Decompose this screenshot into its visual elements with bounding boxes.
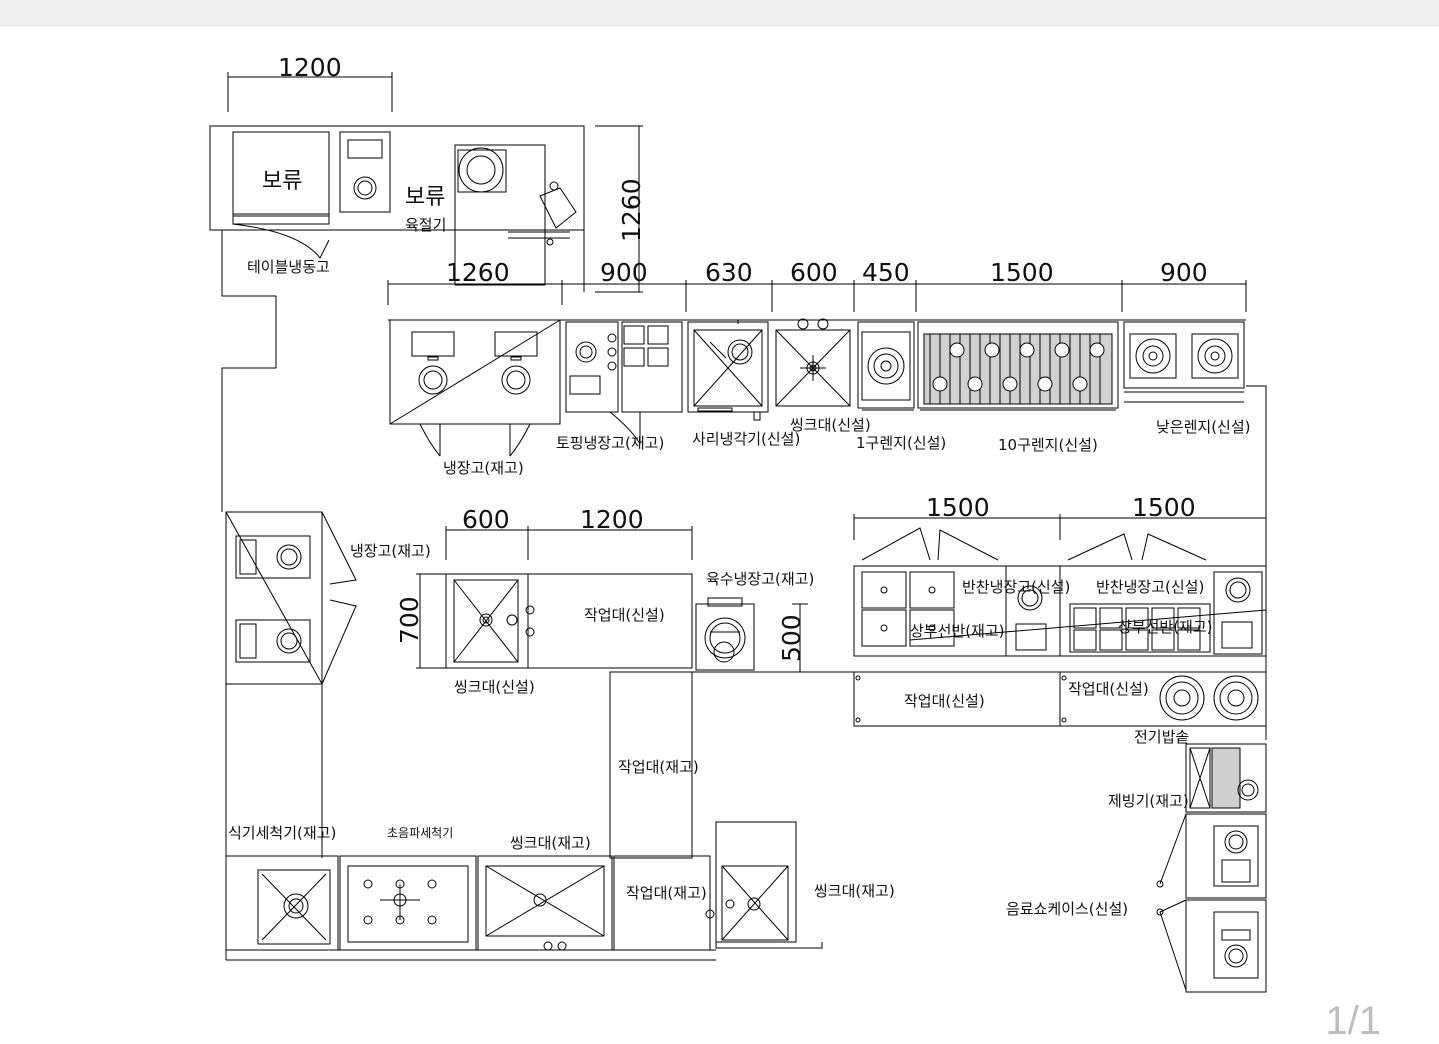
label-low-range: 낮은렌지(신설) xyxy=(1156,418,1251,436)
left-wall xyxy=(209,126,585,512)
dim-mid-600: 600 xyxy=(462,505,510,534)
ice-maker xyxy=(1185,743,1267,813)
dim-right-1500b: 1500 xyxy=(1132,493,1196,522)
label-worktable-r2: 작업대(신설) xyxy=(1068,680,1149,698)
bottom-area xyxy=(225,671,823,961)
top-row-equipment xyxy=(388,318,1246,457)
label-worktable-bottom: 작업대(재고) xyxy=(626,884,707,902)
dim-row-1260: 1260 xyxy=(446,258,510,287)
label-worktable-vertical: 작업대(재고) xyxy=(618,758,699,776)
label-sink-bottom-right: 씽크대(재고) xyxy=(814,882,895,900)
label-worktable-r1: 작업대(신설) xyxy=(904,692,985,710)
label-shelf-2: 상부선반(재고) xyxy=(1118,618,1213,636)
label-fridge-left: 냉장고(재고) xyxy=(350,542,431,560)
side-fridges xyxy=(853,527,1267,657)
label-burner-10: 10구렌지(신설) xyxy=(998,436,1098,454)
dim-row-900b: 900 xyxy=(1160,258,1208,287)
dim-mid-700: 700 xyxy=(395,596,424,644)
label-broth-fridge: 육수냉장고(재고) xyxy=(706,570,814,588)
dim-top-1200: 1200 xyxy=(278,53,342,82)
page-number: 1/1 xyxy=(1325,999,1381,1043)
label-sink-bottom: 씽크대(재고) xyxy=(510,834,591,852)
viewer-toolbar xyxy=(0,0,1439,27)
label-table-freezer: 테이블냉동고 xyxy=(247,258,330,276)
label-ultrasonic: 초음파세척기 xyxy=(387,826,453,840)
right-worktables xyxy=(853,671,1267,727)
label-hold-slicer: 보류 xyxy=(405,185,445,210)
label-sari-cooler: 사리냉각기(신설) xyxy=(692,430,800,448)
label-drink-showcase: 음료쇼케이스(신설) xyxy=(1006,900,1128,918)
label-fridge-top: 냉장고(재고) xyxy=(443,459,524,477)
label-side-fridge-1: 반찬냉장고(신설) xyxy=(962,578,1070,596)
right-wall xyxy=(1246,385,1267,740)
dim-row-630: 630 xyxy=(705,258,753,287)
label-meat-slicer: 육절기 xyxy=(405,216,446,234)
dim-row-450: 450 xyxy=(862,258,910,287)
label-dishwasher: 식기세척기(재고) xyxy=(228,824,336,842)
label-sink-top: 씽크대(신설) xyxy=(790,416,871,434)
label-worktable-mid: 작업대(신설) xyxy=(584,606,665,624)
dim-row-1500: 1500 xyxy=(990,258,1054,287)
label-shelf-1: 상부선반(재고) xyxy=(910,622,1005,640)
dim-mid-500: 500 xyxy=(777,614,806,662)
label-hold-freezer: 보류 xyxy=(262,169,302,194)
left-fridge xyxy=(225,511,357,685)
dim-row-600: 600 xyxy=(790,258,838,287)
label-ice-maker: 제빙기(재고) xyxy=(1108,792,1189,810)
dim-row-900a: 900 xyxy=(600,258,648,287)
label-burner-1: 1구렌지(신설) xyxy=(856,434,946,452)
dimension-lines xyxy=(227,72,1267,673)
label-side-fridge-2: 반찬냉장고(신설) xyxy=(1096,578,1204,596)
label-rice-cooker: 전기밥솥 xyxy=(1134,728,1189,746)
dim-side-1260: 1260 xyxy=(617,178,646,242)
dim-right-1500a: 1500 xyxy=(926,493,990,522)
label-topping-fridge: 토핑냉장고(재고) xyxy=(556,434,664,452)
label-sink-mid: 씽크대(신설) xyxy=(454,678,535,696)
drink-showcase xyxy=(1156,813,1267,993)
dim-mid-1200: 1200 xyxy=(580,505,644,534)
